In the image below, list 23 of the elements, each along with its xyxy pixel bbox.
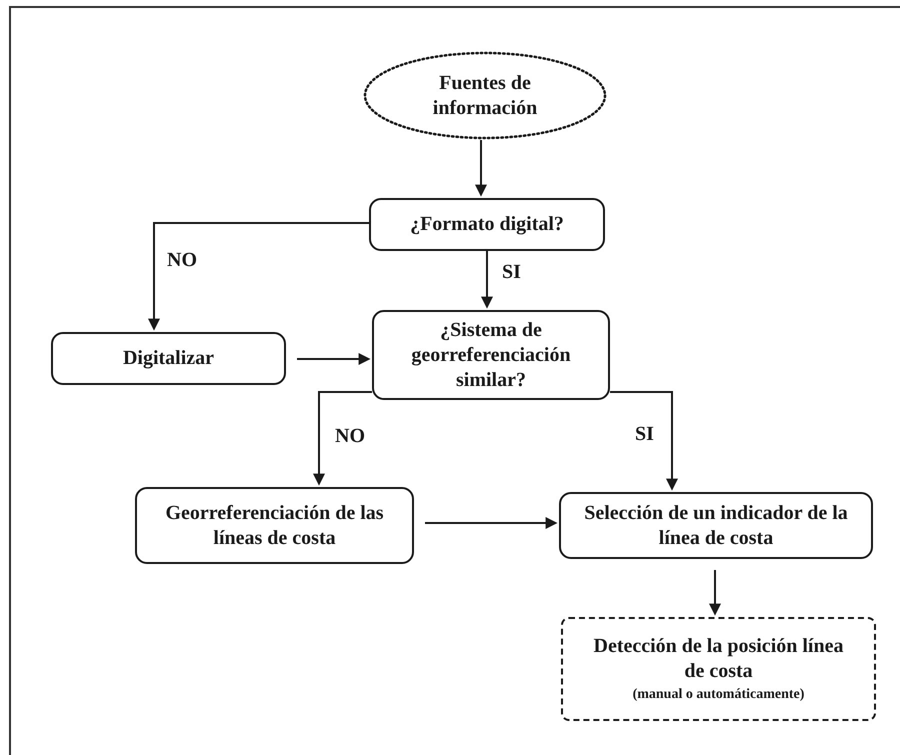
process-box	[51, 332, 286, 385]
process-box	[369, 198, 605, 251]
process-box	[559, 492, 873, 559]
node-text: Selección de un indicador de la línea de costa	[583, 500, 849, 550]
start-ellipse	[363, 51, 607, 140]
arrow	[313, 391, 372, 486]
process-box	[372, 310, 610, 400]
arrow	[481, 251, 493, 309]
process-box	[135, 487, 414, 564]
node-text: Digitalizar	[122, 346, 214, 371]
arrow	[425, 517, 558, 529]
arrow	[475, 140, 487, 197]
node-text: Detección de la posición línea de costa	[592, 634, 844, 684]
node-text: ¿Sistema de georreferenciación similar?	[410, 318, 572, 392]
arrow	[709, 570, 721, 616]
node-note: (manual o automáticamente)	[632, 686, 804, 704]
node-text: Fuentes de información	[432, 70, 538, 120]
arrow	[297, 353, 371, 365]
arrow	[610, 391, 678, 491]
node-text: Georreferenciación de las líneas de costa	[164, 500, 385, 550]
node-text: ¿Formato digital?	[410, 212, 564, 237]
output-box	[561, 617, 876, 721]
arrow	[148, 222, 369, 331]
